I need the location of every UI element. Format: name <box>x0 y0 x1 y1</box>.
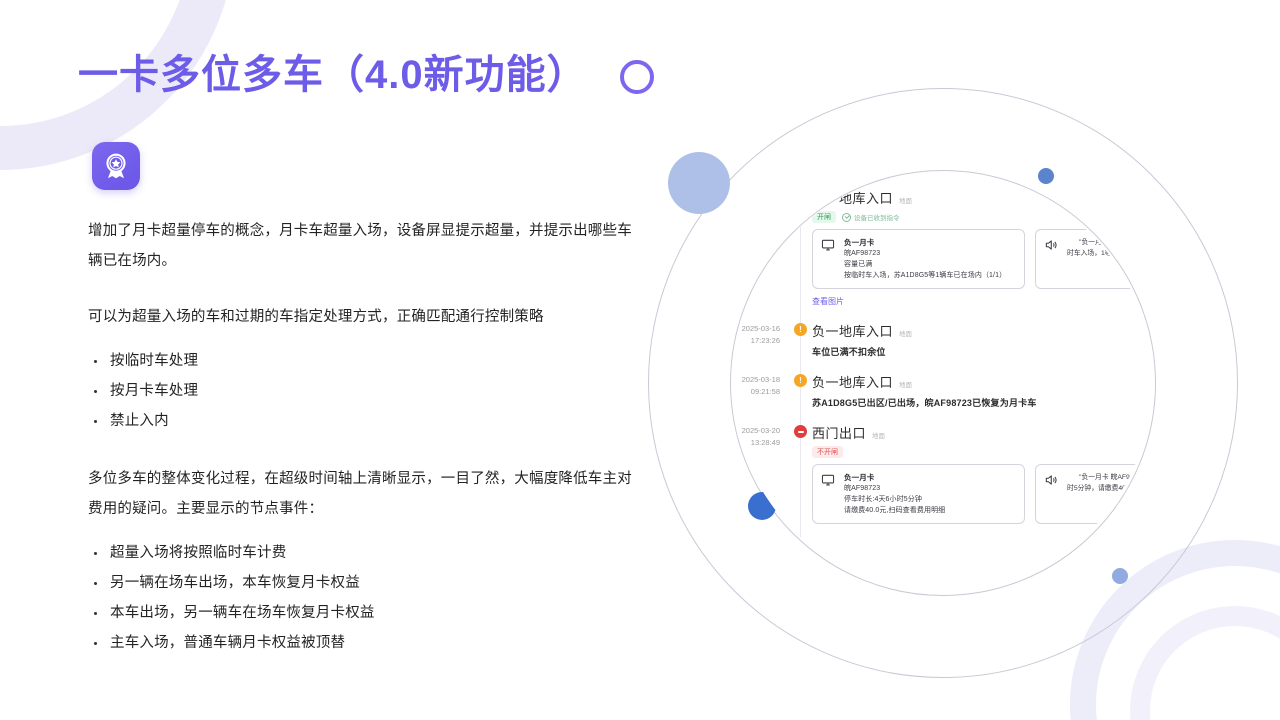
timeline-marker-column <box>790 423 812 553</box>
device-ack-label: 设备已收到指令 <box>854 215 900 223</box>
card-line-4: 按临时车入场，苏A1D8G5等1辆车已在场内（1/1） <box>844 272 1007 280</box>
timeline-row: 2025-03-18 09:21:58 ! 负一地库入口 地面 苏A1D8G5已… <box>732 372 1152 438</box>
badge-row: 不开闸 <box>812 446 1152 459</box>
body-text-block: 增加了月卡超量停车的概念，月卡车超量入场，设备屏显提示超量，并提示出哪些车辆已在… <box>88 216 638 658</box>
list-item: 按临时车处理 <box>88 346 638 376</box>
card-plate: 皖AF98723 <box>844 485 881 493</box>
paragraph-1: 增加了月卡超量停车的概念，月卡车超量入场，设备屏显提示超量，并提示出哪些车辆已在… <box>88 223 632 269</box>
bullet-list-handling-modes: 按临时车处理 按月卡车处理 禁止入内 <box>88 346 638 436</box>
timeline-entry-body: 负一地库入口 地面 开闸 设备已收到指令 <box>812 188 1152 317</box>
node-header: 负一地库入口 地面 <box>812 372 1152 391</box>
screen-display-card: 负一月卡 皖AF98723 容量已满 按临时车入场，苏A1D8G5等1辆车已在场… <box>812 229 1026 290</box>
list-item: 另一辆在场车出场，本车恢复月卡权益 <box>88 568 638 598</box>
page-title: 一卡多位多车（4.0新功能） <box>78 53 588 97</box>
paragraph-3: 多位多车的整体变化过程，在超级时间轴上清晰显示，一目了然，大幅度降低车主对费用的… <box>88 471 632 517</box>
node-tag: 地面 <box>872 433 886 441</box>
orbit-dot-small-bottom <box>1112 568 1128 584</box>
list-item: 按月卡车处理 <box>88 376 638 406</box>
node-name[interactable]: 负一地库入口 <box>812 375 894 391</box>
screen-display-card: 负一月卡 皖AF98723 停车时长:4天6小时5分钟 请缴费40.0元,扫码查… <box>812 464 1026 525</box>
event-text: 车位已满不扣余位 <box>812 347 886 358</box>
status-marker-gate-open <box>794 190 807 203</box>
timeline-row: 2025-03-16 17:23:26 ! 负一地库入口 地面 车位已满不扣余位 <box>732 321 1152 387</box>
badge-star-icon <box>92 142 140 190</box>
screen-card-lines: 负一月卡 皖AF98723 停车时长:4天6小时5分钟 请缴费40.0元,扫码查… <box>844 472 945 516</box>
card-line-3: 容量已满 <box>844 261 873 269</box>
bullet-list-timeline-events: 超量入场将按照临时车计费 另一辆在场车出场，本车恢复月卡权益 本车出场，另一辆车… <box>88 538 638 658</box>
timestamp-date: 2025-03-16 <box>741 324 780 334</box>
clipped-top-text: 车位已满不扣余位 <box>812 172 1152 174</box>
timeline-marker-column: ! <box>790 321 812 387</box>
screen-card-lines: 负一月卡 皖AF98723 容量已满 按临时车入场，苏A1D8G5等1辆车已在场… <box>844 237 1006 281</box>
status-marker-warning: ! <box>794 374 807 388</box>
voice-card-text: "负一月卡 皖AF98723，停车时长4天6小时5分钟，请缴费40.0元,扫码查… <box>1067 474 1152 493</box>
status-marker-gate-closed <box>794 425 807 439</box>
list-item: 禁止入内 <box>88 406 638 436</box>
card-line-4: 请缴费40.0元,扫码查看费用明细 <box>844 507 946 515</box>
message-cards: 负一月卡 皖AF98723 容量已满 按临时车入场，苏A1D8G5等1辆车已在场… <box>812 229 1152 290</box>
badge-row: 开闸 设备已收到指令 <box>812 211 1152 224</box>
status-marker-warning: ! <box>794 323 807 337</box>
timeline-timestamp: 2025-03-18 09:21:58 <box>732 372 790 419</box>
speaker-icon <box>1044 472 1060 516</box>
node-name[interactable]: 负一地库入口 <box>812 191 894 206</box>
orbit-graphic: 车位已满不扣余位 负一地库入口 地面 <box>620 60 1280 720</box>
timeline-timestamp: 2025-03-16 17:23:26 <box>732 321 790 368</box>
node-tag: 地面 <box>899 331 913 339</box>
timeline-connector-line <box>800 372 801 438</box>
node-header: 负一地库入口 地面 <box>812 321 1152 340</box>
timeline-entry-body: 负一地库入口 地面 车位已满不扣余位 <box>812 321 1152 368</box>
timeline-panel: 车位已满不扣余位 负一地库入口 地面 <box>732 172 1152 553</box>
app-screenshot-circle: 车位已满不扣余位 负一地库入口 地面 <box>732 172 1152 592</box>
node-tag: 地面 <box>899 382 913 390</box>
node-name[interactable]: 西门出口 <box>812 426 867 442</box>
check-circle-icon <box>842 212 851 222</box>
timeline-row: 负一地库入口 地面 开闸 设备已收到指令 <box>732 188 1152 336</box>
timeline-marker-column <box>790 188 812 336</box>
card-line-3: 停车时长:4天6小时5分钟 <box>844 496 922 504</box>
timeline-marker-column: ! <box>790 372 812 438</box>
voice-announcement-card: "负一月卡 皖AF98723，容量已满，按临时车入场，1等1辆车已在场内" <box>1035 229 1152 290</box>
voice-announcement-card: "负一月卡 皖AF98723，停车时长4天6小时5分钟，请缴费40.0元,扫码查… <box>1035 464 1152 525</box>
timeline-timestamp: 2025-03-20 13:28:49 <box>732 423 790 534</box>
timeline-connector-line <box>800 321 801 387</box>
list-item: 超量入场将按照临时车计费 <box>88 538 638 568</box>
monitor-icon <box>821 472 837 516</box>
node-name[interactable]: 负一地库入口 <box>812 324 894 340</box>
orbit-ring-outer <box>648 88 1238 678</box>
timeline-connector-line <box>800 423 801 553</box>
status-badge: 不开闸 <box>812 446 843 459</box>
timestamp-date: 2025-03-20 <box>741 426 780 436</box>
card-plate: 皖AF98723 <box>844 250 881 258</box>
timeline-timestamp <box>732 188 790 317</box>
left-content-column: 一卡多位多车（4.0新功能） 增加了月卡超量停车的概念，月卡车超量入场，设备屏显… <box>78 52 638 674</box>
decorative-ring-outline <box>620 60 654 94</box>
list-item: 本车出场，另一辆车在场车恢复月卡权益 <box>88 598 638 628</box>
status-badge: 开闸 <box>812 211 836 224</box>
timestamp-clock: 13:28:49 <box>750 438 780 448</box>
device-ack-status: 设备已收到指令 <box>842 212 900 222</box>
node-header: 负一地库入口 地面 <box>812 188 1152 207</box>
timestamp-clock: 09:21:58 <box>750 387 780 397</box>
node-header: 西门出口 地面 <box>812 423 1152 442</box>
orbit-dot-large <box>668 152 730 214</box>
voice-card-text: "负一月卡 皖AF98723，容量已满，按临时车入场，1等1辆车已在场内" <box>1067 239 1152 258</box>
timeline-row: 2025-03-20 13:28:49 西门出口 地面 不开闸 <box>732 423 1152 553</box>
list-item: 主车入场，普通车辆月卡权益被顶替 <box>88 628 638 658</box>
speaker-icon <box>1044 237 1060 281</box>
node-tag: 地面 <box>899 198 913 205</box>
card-title: 负一月卡 <box>844 473 875 483</box>
timeline-connector-line <box>800 188 801 336</box>
orbit-ring-inner <box>730 170 1156 596</box>
paragraph-2: 可以为超量入场的车和过期的车指定处理方式，正确匹配通行控制策略 <box>88 309 544 325</box>
monitor-icon <box>821 237 837 281</box>
timestamp-date: 2025-03-18 <box>741 375 780 385</box>
message-cards: 负一月卡 皖AF98723 停车时长:4天6小时5分钟 请缴费40.0元,扫码查… <box>812 464 1152 525</box>
timeline-entry-body: 西门出口 地面 不开闸 <box>812 423 1152 534</box>
card-title: 负一月卡 <box>844 238 875 248</box>
view-image-link[interactable]: 查看图片 <box>812 297 844 307</box>
timestamp-clock: 17:23:26 <box>750 336 780 346</box>
event-text: 苏A1D8G5已出区/已出场，皖AF98723已恢复为月卡车 <box>812 398 1037 409</box>
timeline-entry-body: 负一地库入口 地面 苏A1D8G5已出区/已出场，皖AF98723已恢复为月卡车 <box>812 372 1152 419</box>
